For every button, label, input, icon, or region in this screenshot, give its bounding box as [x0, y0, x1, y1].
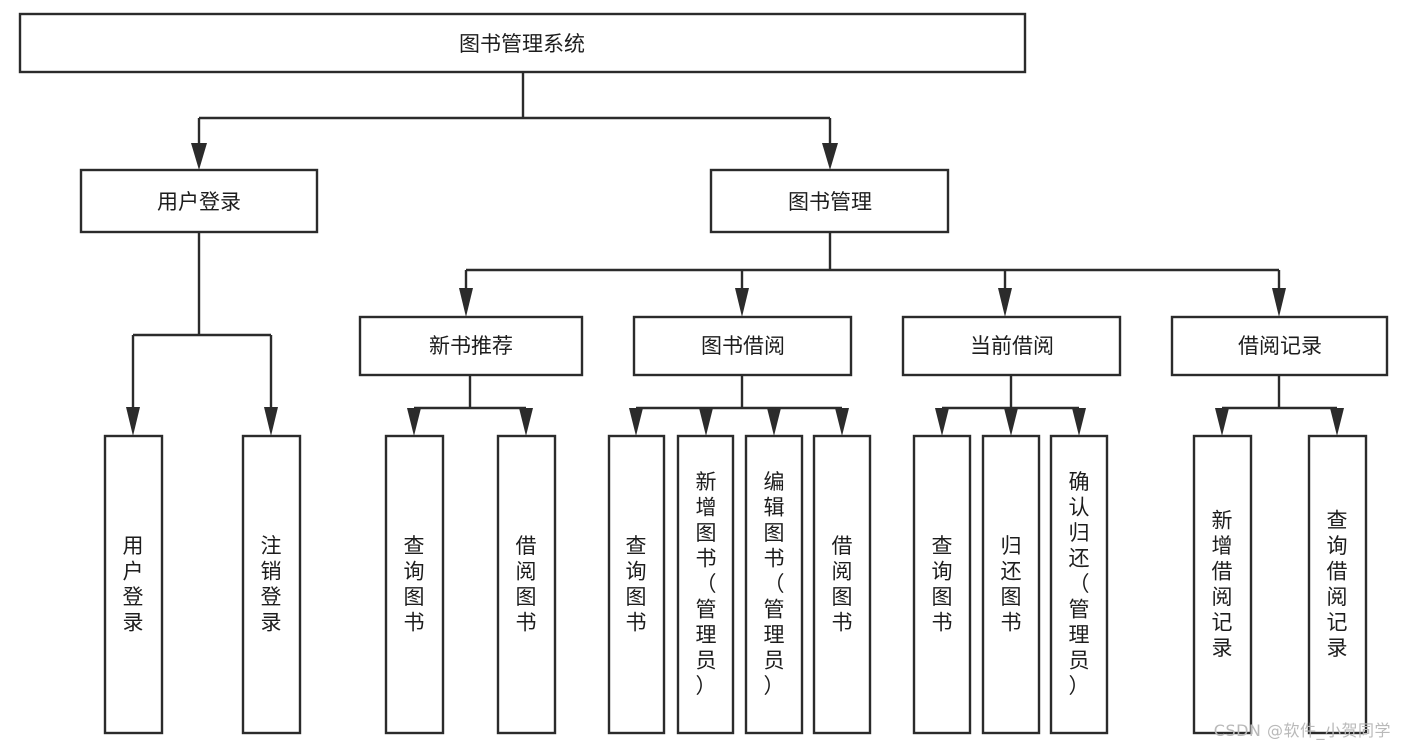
- node-book-borrow-label: 图书借阅: [701, 334, 785, 358]
- arrow-to-current-borrow-icon: [998, 288, 1012, 317]
- node-root[interactable]: 图书管理系统: [18, 12, 1027, 74]
- node-leaf-return-book-box: [981, 434, 1041, 735]
- connector-group-user-login: [126, 232, 278, 436]
- node-leaf-user-login-label: 用户登录: [123, 534, 144, 635]
- node-leaf-add-record-box: [1192, 434, 1253, 735]
- arrow-current-borrow-leaf-2-icon: [1004, 408, 1018, 436]
- arrow-new-book-recommend-leaf-1-icon: [407, 408, 421, 436]
- arrow-to-new-book-recommend-icon: [459, 288, 473, 317]
- node-leaf-borrow-book-2[interactable]: 借阅图书: [812, 434, 872, 735]
- node-leaf-query-book-2-label: 查询图书: [626, 534, 647, 635]
- connector-group-root: [191, 72, 838, 170]
- arrow-user-login-leaf-2-icon: [264, 407, 278, 436]
- node-book-borrow[interactable]: 图书借阅: [632, 315, 853, 377]
- node-new-book-recommend-label: 新书推荐: [429, 334, 513, 358]
- node-leaf-query-book-2-box: [607, 434, 666, 735]
- node-new-book-recommend-box: [358, 315, 584, 377]
- node-leaf-user-login-box: [103, 434, 164, 735]
- node-leaf-query-record-box: [1307, 434, 1368, 735]
- node-leaf-borrow-book-1-box: [496, 434, 557, 735]
- node-user-login-box: [79, 168, 319, 234]
- node-borrow-record-box: [1170, 315, 1389, 377]
- node-current-borrow-label: 当前借阅: [970, 334, 1054, 358]
- arrow-current-borrow-leaf-1-icon: [935, 408, 949, 436]
- node-leaf-edit-book-box: [744, 434, 804, 735]
- node-book-manage-box: [709, 168, 950, 234]
- node-leaf-add-book-label: 新增图书（管理员）: [696, 470, 717, 698]
- node-leaf-query-book-1-label: 查询图书: [404, 534, 425, 635]
- arrow-user-login-leaf-1-icon: [126, 407, 140, 436]
- node-user-login-label: 用户登录: [157, 190, 241, 214]
- arrow-root-to-user-login-icon: [191, 143, 207, 170]
- arrow-current-borrow-leaf-3-icon: [1072, 408, 1086, 436]
- node-leaf-query-record[interactable]: 查询借阅记录: [1307, 434, 1368, 735]
- node-leaf-logout-login[interactable]: 注销登录: [241, 434, 302, 735]
- connector-group-new-book-recommend: [407, 375, 533, 436]
- connector-group-borrow-record: [1215, 375, 1344, 436]
- node-leaf-logout-login-box: [241, 434, 302, 735]
- node-root-box: [18, 12, 1027, 74]
- node-leaf-edit-book[interactable]: 编辑图书（管理员）: [744, 434, 804, 735]
- node-current-borrow-box: [901, 315, 1122, 377]
- arrow-book-borrow-leaf-4-icon: [835, 408, 849, 436]
- connector-group-book-borrow: [629, 375, 849, 436]
- arrow-to-borrow-record-icon: [1272, 288, 1286, 317]
- node-leaf-add-record[interactable]: 新增借阅记录: [1192, 434, 1253, 735]
- node-leaf-return-book[interactable]: 归还图书: [981, 434, 1041, 735]
- node-book-borrow-box: [632, 315, 853, 377]
- arrow-new-book-recommend-leaf-2-icon: [519, 408, 533, 436]
- arrow-book-borrow-leaf-1-icon: [629, 408, 643, 436]
- node-new-book-recommend[interactable]: 新书推荐: [358, 315, 584, 377]
- node-leaf-add-book-box: [676, 434, 735, 735]
- node-leaf-query-book-3[interactable]: 查询图书: [912, 434, 972, 735]
- node-leaf-borrow-book-1[interactable]: 借阅图书: [496, 434, 557, 735]
- node-leaf-user-login[interactable]: 用户登录: [103, 434, 164, 735]
- arrow-borrow-record-leaf-2-icon: [1330, 408, 1344, 436]
- node-leaf-add-book[interactable]: 新增图书（管理员）: [676, 434, 735, 735]
- node-root-label: 图书管理系统: [459, 32, 585, 56]
- node-leaf-borrow-book-2-box: [812, 434, 872, 735]
- node-leaf-add-record-label: 新增借阅记录: [1212, 508, 1233, 660]
- csdn-watermark: CSDN @软件_小贺同学: [1213, 721, 1391, 740]
- arrow-book-borrow-leaf-3-icon: [767, 408, 781, 436]
- node-book-manage[interactable]: 图书管理: [709, 168, 950, 234]
- arrow-root-to-book-manage-icon: [822, 143, 838, 170]
- node-borrow-record[interactable]: 借阅记录: [1170, 315, 1389, 377]
- node-book-manage-label: 图书管理: [788, 190, 872, 214]
- arrow-to-book-borrow-icon: [735, 288, 749, 317]
- node-leaf-query-record-label: 查询借阅记录: [1327, 508, 1348, 660]
- node-borrow-record-label: 借阅记录: [1238, 334, 1322, 358]
- node-current-borrow[interactable]: 当前借阅: [901, 315, 1122, 377]
- node-leaf-query-book-3-box: [912, 434, 972, 735]
- node-leaf-edit-book-label: 编辑图书（管理员）: [764, 470, 785, 698]
- node-leaf-query-book-1[interactable]: 查询图书: [384, 434, 445, 735]
- arrow-borrow-record-leaf-1-icon: [1215, 408, 1229, 436]
- node-leaf-query-book-1-box: [384, 434, 445, 735]
- node-leaf-return-book-label: 归还图书: [1001, 534, 1022, 635]
- arrow-book-borrow-leaf-2-icon: [699, 408, 713, 436]
- node-leaf-confirm-return-label: 确认归还（管理员）: [1069, 470, 1090, 698]
- node-leaf-borrow-book-2-label: 借阅图书: [832, 534, 853, 635]
- node-leaf-confirm-return[interactable]: 确认归还（管理员）: [1049, 434, 1109, 735]
- node-leaf-query-book-3-label: 查询图书: [932, 534, 953, 635]
- node-leaf-logout-login-label: 注销登录: [261, 534, 282, 635]
- connector-group-current-borrow: [935, 375, 1086, 436]
- connector-group-book-manage: [459, 232, 1286, 317]
- node-user-login[interactable]: 用户登录: [79, 168, 319, 234]
- node-leaf-borrow-book-1-label: 借阅图书: [516, 534, 537, 635]
- node-leaf-confirm-return-box: [1049, 434, 1109, 735]
- node-leaf-query-book-2[interactable]: 查询图书: [607, 434, 666, 735]
